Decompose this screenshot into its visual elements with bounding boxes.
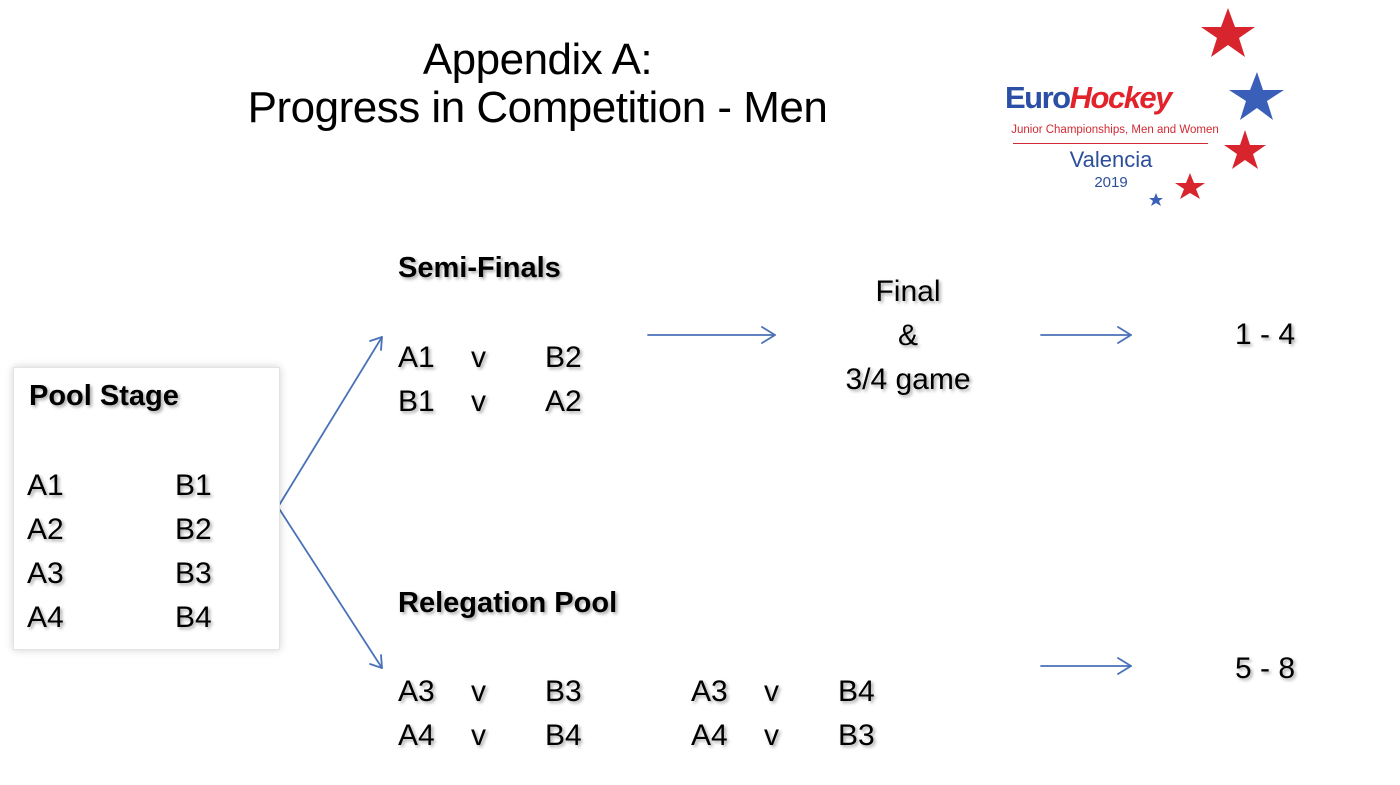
final-label: Final bbox=[875, 275, 941, 308]
arrow-relegation-to-result bbox=[1040, 657, 1132, 675]
match-home: A4 bbox=[398, 719, 435, 752]
match-home: A1 bbox=[398, 341, 435, 374]
match-row: A4 v B3 bbox=[691, 714, 888, 758]
logo-brand: EuroHockey bbox=[1005, 80, 1173, 116]
pool-team: A2 bbox=[27, 513, 64, 546]
match-vs: v bbox=[764, 675, 779, 708]
match-away: B3 bbox=[545, 675, 582, 708]
match-vs: v bbox=[471, 719, 486, 752]
pool-b-column: B1 B2 B3 B4 bbox=[175, 464, 212, 640]
arrow-to-relegation-pool bbox=[277, 506, 383, 669]
slide-title-line-1: Appendix A: bbox=[422, 35, 653, 84]
match-away: A2 bbox=[545, 385, 582, 418]
placing-5-8: 5 - 8 bbox=[1235, 652, 1296, 685]
relegation-pool-heading: Relegation Pool bbox=[398, 587, 618, 619]
match-row: A3 v B3 bbox=[398, 670, 595, 714]
pool-team: B3 bbox=[175, 557, 212, 590]
pool-a-column: A1 A2 A3 A4 bbox=[27, 464, 64, 640]
pool-team: B4 bbox=[175, 601, 212, 634]
relegation-round-2: A3 v B4 A4 v B3 bbox=[691, 670, 888, 758]
match-away: B2 bbox=[545, 341, 582, 374]
placing-1-4: 1 - 4 bbox=[1235, 318, 1296, 351]
match-home: B1 bbox=[398, 385, 435, 418]
logo-brand-hockey: Hockey bbox=[1069, 80, 1173, 115]
logo-divider bbox=[1013, 143, 1208, 144]
pool-team: A3 bbox=[27, 557, 64, 590]
final-block: Final & 3/4 game bbox=[808, 270, 1008, 402]
pool-team: A1 bbox=[27, 469, 64, 502]
match-row: B1 v A2 bbox=[398, 380, 595, 424]
match-home: A3 bbox=[691, 675, 728, 708]
logo-city: Valencia bbox=[1069, 147, 1153, 172]
semi-finals-heading: Semi-Finals bbox=[398, 252, 561, 284]
pool-team: B1 bbox=[175, 469, 212, 502]
star-icon bbox=[1175, 173, 1205, 199]
star-icon bbox=[1224, 130, 1266, 169]
slide-title-line-2: Progress in Competition - Men bbox=[247, 83, 828, 132]
pool-team: A4 bbox=[27, 601, 64, 634]
logo-subtitle: Junior Championships, Men and Women bbox=[1011, 124, 1219, 136]
eurohockey-logo: EuroHockey Junior Championships, Men and… bbox=[995, 0, 1295, 215]
match-vs: v bbox=[471, 675, 486, 708]
final-ampersand: & bbox=[897, 319, 918, 352]
logo-year: 2019 bbox=[1094, 174, 1128, 191]
match-home: A3 bbox=[398, 675, 435, 708]
match-away: B4 bbox=[545, 719, 582, 752]
match-away: B4 bbox=[838, 675, 875, 708]
match-row: A3 v B4 bbox=[691, 670, 888, 714]
relegation-round-1: A3 v B3 A4 v B4 bbox=[398, 670, 595, 758]
match-home: A4 bbox=[691, 719, 728, 752]
match-away: B3 bbox=[838, 719, 875, 752]
pool-team: B2 bbox=[175, 513, 212, 546]
match-vs: v bbox=[764, 719, 779, 752]
star-icon bbox=[1201, 8, 1255, 57]
third-place-label: 3/4 game bbox=[845, 363, 971, 396]
logo-brand-euro: Euro bbox=[1005, 80, 1071, 115]
match-row: A4 v B4 bbox=[398, 714, 595, 758]
semi-finals-matches: A1 v B2 B1 v A2 bbox=[398, 336, 595, 424]
arrow-semi-to-final bbox=[647, 326, 776, 344]
star-icon bbox=[1149, 193, 1163, 206]
star-icon bbox=[1229, 72, 1284, 120]
match-row: A1 v B2 bbox=[398, 336, 595, 380]
pool-stage-heading: Pool Stage bbox=[29, 380, 179, 412]
arrow-final-to-result bbox=[1040, 326, 1132, 344]
logo-stars bbox=[1149, 8, 1284, 206]
match-vs: v bbox=[471, 385, 486, 418]
match-vs: v bbox=[471, 341, 486, 374]
pool-stage-box: Pool Stage A1 A2 A3 A4 B1 B2 B3 B4 bbox=[13, 367, 280, 650]
arrow-to-semi-finals bbox=[277, 336, 383, 508]
